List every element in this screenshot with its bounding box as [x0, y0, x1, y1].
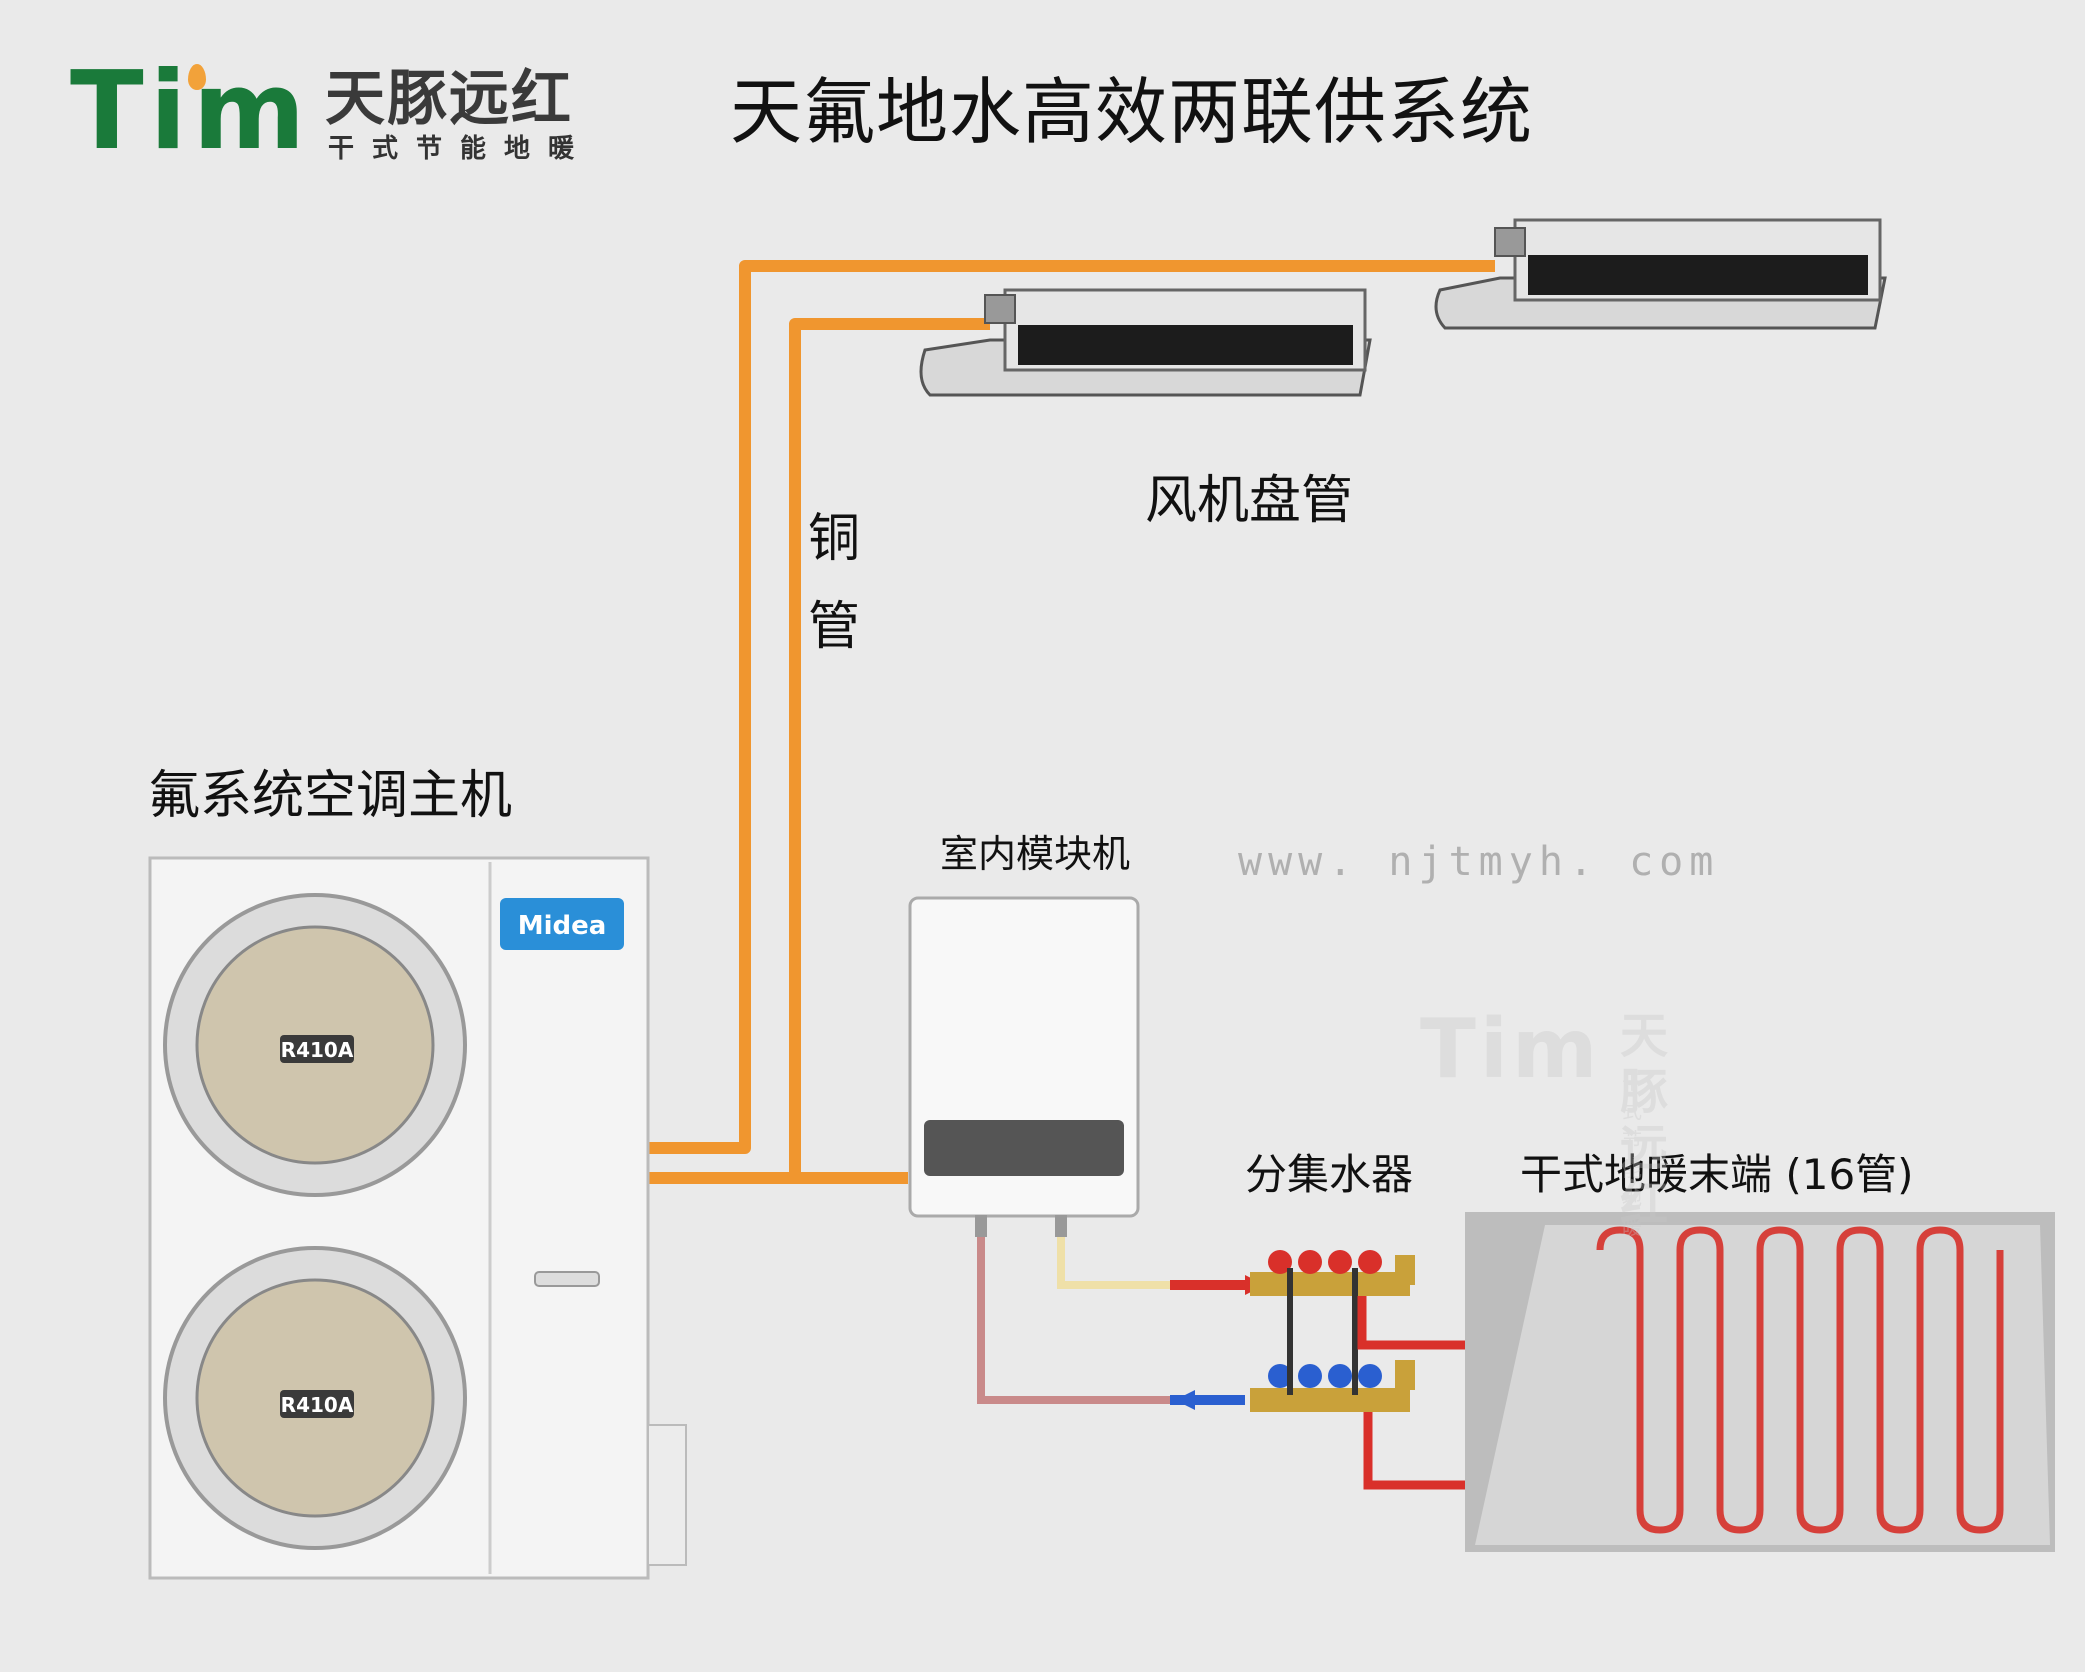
- outdoor-unit-label: 氟系统空调主机: [148, 766, 513, 826]
- copper-pipe-label: 铜管: [808, 509, 861, 657]
- refrigerant-badge-top: R410A: [281, 1038, 354, 1062]
- copper-pipe-inner: [648, 318, 990, 1184]
- logo-tagline: 干式节能地暖: [328, 134, 593, 164]
- fan-coil-unit-2: [1434, 218, 1887, 330]
- fan-coil-label: 风机盘管: [1145, 471, 1354, 531]
- floor-feed-lines: [1357, 1296, 1465, 1490]
- logo-name: 天豚远红: [325, 64, 573, 134]
- manifold-label: 分集水器: [1245, 1150, 1414, 1199]
- fan-coil-unit-1: [919, 288, 1372, 397]
- page-title: 天氟地水高效两联供系统: [730, 70, 1534, 154]
- refrigerant-badge-bottom: R410A: [281, 1393, 354, 1417]
- website-watermark: www. njtmyh. com: [1238, 839, 1720, 885]
- manifold: [1250, 1250, 1415, 1412]
- copper-pipe-outer: [648, 260, 1495, 1154]
- indoor-module-label: 室内模块机: [940, 832, 1131, 876]
- company-logo: Tim 天豚远红 干式节能地暖: [70, 49, 630, 174]
- brand-badge: Midea: [518, 911, 607, 941]
- floor-heating-panel: [1465, 1212, 2055, 1552]
- copper-pipes: [648, 260, 1495, 1184]
- indoor-module-unit: [908, 896, 1140, 1237]
- water-lines: [977, 1237, 1245, 1405]
- watermark-tagline: 干式节能地暖: [1622, 1070, 1656, 1239]
- floor-heating-label: 干式地暖末端 (16管): [1520, 1150, 1914, 1199]
- flame-icon: [188, 64, 206, 90]
- logo-mark: Tim: [70, 49, 312, 174]
- watermark-name: 天豚远红: [1620, 1008, 1669, 1232]
- logo-watermark: Tim 天豚远红 干式节能地暖: [1420, 1002, 1668, 1239]
- cold-flow-arrow: [1175, 1390, 1195, 1410]
- watermark-mark: Tim: [1420, 1002, 1602, 1097]
- outdoor-unit: [148, 856, 687, 1580]
